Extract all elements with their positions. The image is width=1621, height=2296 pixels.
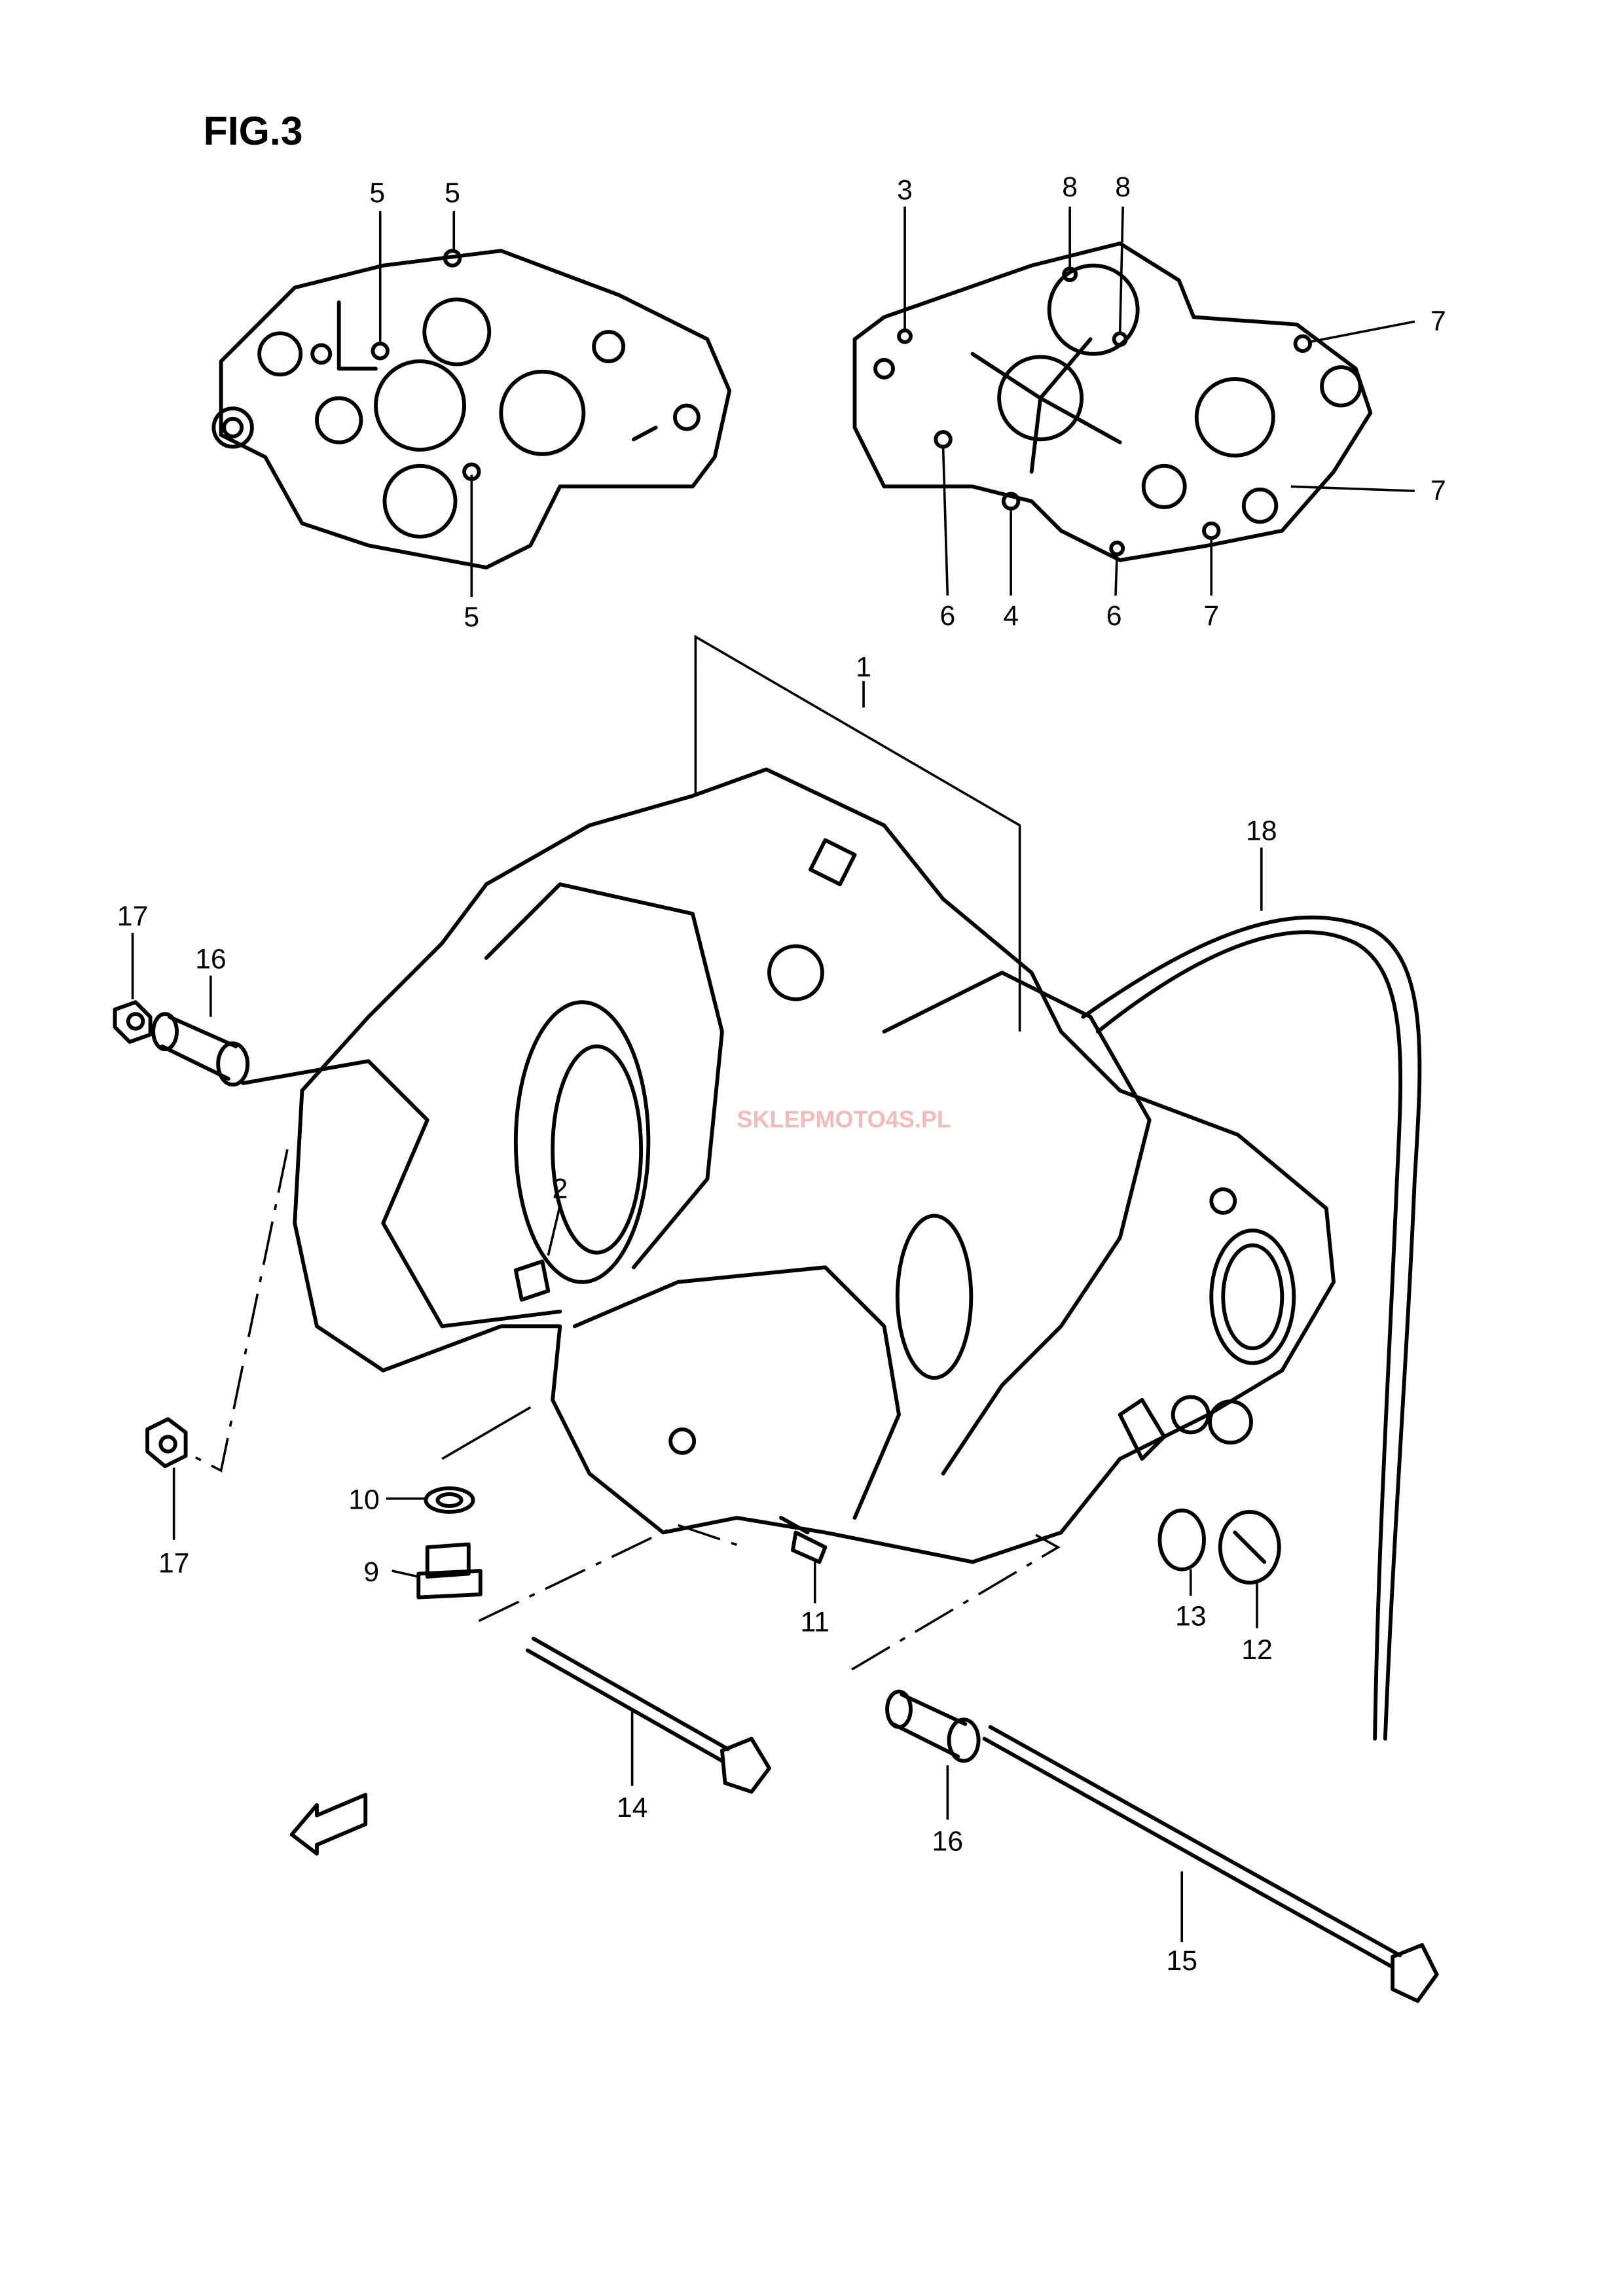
nut-part-17-bottom	[145, 1417, 188, 1540]
drain-plug-part-9	[392, 1542, 483, 1600]
dash-leader-17	[183, 1149, 289, 1473]
callout-17: 17	[158, 1547, 190, 1579]
callout-8: 8	[1115, 171, 1131, 203]
bolt-part-11	[779, 1516, 828, 1604]
crankcase-assembly	[241, 767, 1336, 1564]
callout-labels: 5 5 5 3 8 8 7 7 6 4 6 7 1 18 17 16 2 10 …	[117, 171, 1446, 1977]
o-ring-part-13	[1157, 1508, 1206, 1596]
bolt-part-15	[982, 1725, 1439, 2003]
bushing-part-16-left	[151, 975, 250, 1087]
callout-16: 16	[195, 943, 227, 975]
figure-title: FIG.3	[204, 109, 303, 153]
callout-11: 11	[801, 1606, 829, 1638]
callout-18: 18	[1246, 816, 1277, 847]
callout-16: 16	[932, 1826, 964, 1857]
crankcase-left-half-view	[211, 249, 732, 570]
callout-7: 7	[1203, 600, 1219, 632]
top-leader-lines	[378, 206, 1415, 598]
callout-5: 5	[369, 177, 385, 209]
callout-7: 7	[1430, 306, 1446, 337]
watermark: SKLEPMOTO4S.PL	[737, 1105, 951, 1132]
callout-10: 10	[348, 1484, 380, 1515]
callout-7: 7	[1430, 475, 1446, 507]
callout-5: 5	[464, 601, 479, 633]
callout-12: 12	[1241, 1634, 1273, 1666]
callout-5: 5	[445, 177, 460, 209]
callout-1: 1	[856, 652, 871, 683]
callout-6: 6	[939, 600, 955, 632]
bolt-part-14	[525, 1636, 771, 1794]
forward-direction-arrow-icon: FWD	[289, 1793, 368, 1856]
callout-8: 8	[1062, 171, 1078, 203]
callout-17: 17	[117, 901, 149, 932]
callout-3: 3	[897, 174, 913, 206]
cap-part-12	[1218, 1510, 1281, 1628]
breather-hose-part-18	[1081, 847, 1422, 1741]
bushing-part-16-lower	[885, 1689, 981, 1820]
callout-4: 4	[1003, 600, 1019, 632]
callout-6: 6	[1106, 600, 1122, 632]
callout-13: 13	[1175, 1600, 1207, 1632]
crankcase-right-half-view	[852, 242, 1373, 562]
callout-15: 15	[1166, 1945, 1197, 1977]
nut-part-17-top	[113, 933, 153, 1044]
assembly-bracket-line	[694, 634, 1021, 1032]
callout-9: 9	[363, 1556, 379, 1588]
callout-14: 14	[617, 1792, 648, 1823]
dowel-pin-part-2	[513, 1205, 562, 1302]
dash-leader-15	[851, 1531, 1061, 1671]
callout-2: 2	[552, 1174, 568, 1205]
gasket-part-10	[386, 1406, 532, 1514]
dash-leader-14	[478, 1524, 745, 1623]
